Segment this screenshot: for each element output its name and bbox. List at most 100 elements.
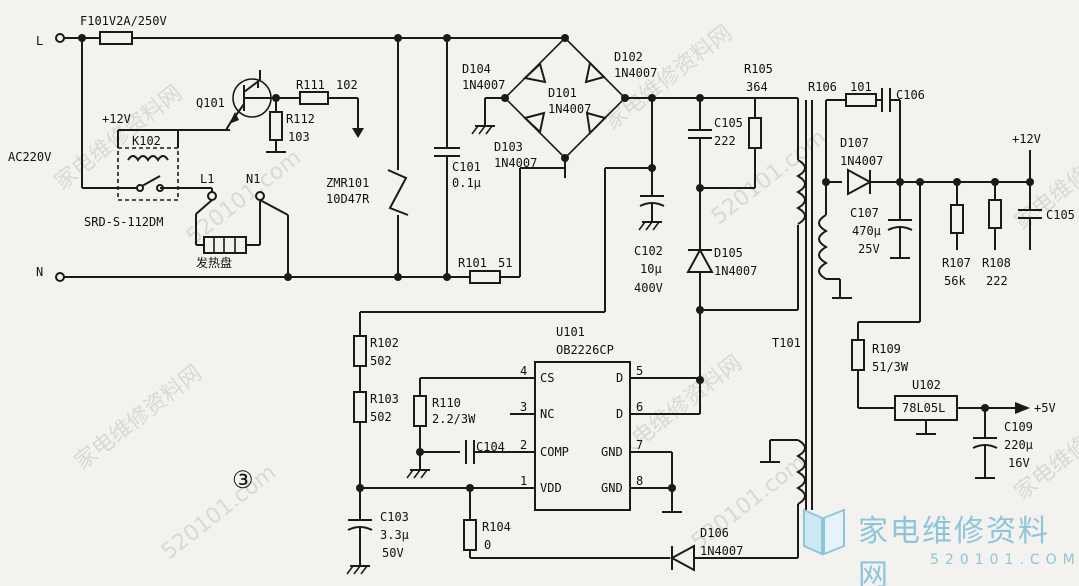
resistor-r111 xyxy=(299,91,329,105)
controller-u101 xyxy=(360,361,701,513)
relay-k102 xyxy=(117,82,259,201)
c109-voltage: 16V xyxy=(1008,456,1030,470)
l1-label: L1 xyxy=(200,172,215,186)
u101-label: U101 xyxy=(556,325,585,339)
capacitor-c101 xyxy=(434,34,460,281)
c103-label: C103 xyxy=(380,510,409,524)
resistor-r109 xyxy=(851,339,865,371)
regulator-u102 xyxy=(894,395,958,421)
c107-value: 470μ xyxy=(852,224,881,238)
d104-label: D104 xyxy=(462,62,491,76)
pin-d6: D xyxy=(616,407,624,421)
pin-d5: D xyxy=(616,371,624,385)
pin-2-num: 2 xyxy=(520,438,528,452)
r104-value: 0 xyxy=(484,538,492,552)
d104-value: 1N4007 xyxy=(462,78,506,92)
d105-value: 1N4007 xyxy=(714,264,758,278)
pin-8-num: 8 xyxy=(636,474,644,488)
relay-model-label: SRD-S-112DM xyxy=(84,215,164,229)
d103-value: 1N4007 xyxy=(494,156,538,170)
zmr101-label: ZMR101 xyxy=(326,176,370,190)
r102-label: R102 xyxy=(370,336,399,350)
pin-vdd: VDD xyxy=(540,481,562,495)
r109-label: R109 xyxy=(872,342,901,356)
resistor-r107 xyxy=(950,204,964,234)
pin-gnd7: GND xyxy=(601,445,623,459)
pin-5-num: 5 xyxy=(636,364,644,378)
pin-1-num: 1 xyxy=(520,474,528,488)
c107-voltage: 25V xyxy=(858,242,880,256)
relay-label: K102 xyxy=(132,134,161,148)
terminal-n-label: N xyxy=(36,265,44,279)
c102-voltage: 400V xyxy=(634,281,663,295)
resistor-r110 xyxy=(413,395,427,427)
startup-chain xyxy=(346,312,798,575)
resistor-r112 xyxy=(269,111,283,141)
d103-label: D103 xyxy=(494,140,523,154)
c109-label: C109 xyxy=(1004,420,1033,434)
r108-value: 222 xyxy=(986,274,1008,288)
c101-label: C101 xyxy=(452,160,481,174)
r102-value: 502 xyxy=(370,354,392,368)
c105a-label: C105 xyxy=(714,116,743,130)
c102-value: 10μ xyxy=(640,262,662,276)
d107-value: 1N4007 xyxy=(840,154,884,168)
pin-nc: NC xyxy=(540,407,555,421)
q101-label: Q101 xyxy=(196,96,225,110)
c109-value: 220μ xyxy=(1004,438,1033,452)
r105-label: R105 xyxy=(744,62,773,76)
figure-number: ③ xyxy=(232,466,254,494)
d107-label: D107 xyxy=(840,136,869,150)
pin-7-num: 7 xyxy=(636,438,644,452)
ac-input-label: AC220V xyxy=(8,150,52,164)
r106-value: 101 xyxy=(850,80,872,94)
resistor-r102 xyxy=(353,335,367,367)
r107-label: R107 xyxy=(942,256,971,270)
pin-comp: COMP xyxy=(540,445,569,459)
brand-logo-icon xyxy=(803,508,845,556)
r111-value: 102 xyxy=(336,78,358,92)
r112-value: 103 xyxy=(288,130,310,144)
n1-label: N1 xyxy=(246,172,261,186)
heater-label: 发热盘 xyxy=(196,256,233,270)
brand-url: 520101.COM xyxy=(930,552,1079,568)
terminal-l xyxy=(55,33,65,43)
r108-label: R108 xyxy=(982,256,1011,270)
u102-label: U102 xyxy=(912,378,941,392)
brand-name: 家电维修资料网 xyxy=(858,514,1050,586)
bridge-rectifier xyxy=(471,34,700,277)
c101-value: 0.1μ xyxy=(452,176,481,190)
r103-value: 502 xyxy=(370,410,392,424)
r111-label: R111 xyxy=(296,78,325,92)
r107-value: 56k xyxy=(944,274,966,288)
r109-value: 51/3W xyxy=(872,360,909,374)
zmr101-value: 10D47R xyxy=(326,192,370,206)
mains-input xyxy=(55,31,565,284)
d105-label: D105 xyxy=(714,246,743,260)
d102-value: 1N4007 xyxy=(614,66,658,80)
r101-value: 51 xyxy=(498,256,513,270)
pin-gnd8: GND xyxy=(601,481,623,495)
brand-logo xyxy=(800,506,848,558)
varistor-zmr101 xyxy=(387,34,409,281)
rail-plus12-right: +12V xyxy=(1012,132,1041,146)
fuse-f101 xyxy=(99,31,133,45)
r106-label: R106 xyxy=(808,80,837,94)
c103-value: 3.3μ xyxy=(380,528,409,542)
terminal-l-label: L xyxy=(36,34,44,48)
pin-6-num: 6 xyxy=(636,400,644,414)
d101-label: D101 xyxy=(548,86,577,100)
d102-label: D102 xyxy=(614,50,643,64)
capacitor-c102 xyxy=(360,94,665,313)
r101-label: R101 xyxy=(458,256,487,270)
secondary-circuit xyxy=(822,88,1042,479)
c107-label: C107 xyxy=(850,206,879,220)
resistor-r105 xyxy=(748,117,762,149)
rail-plus5: +5V xyxy=(1034,401,1056,415)
c105a-value: 222 xyxy=(714,134,736,148)
r110-value: 2.2/3W xyxy=(432,412,476,426)
pin-3-num: 3 xyxy=(520,400,528,414)
terminal-n xyxy=(55,272,65,282)
c105b-label: C105 xyxy=(1046,208,1075,222)
